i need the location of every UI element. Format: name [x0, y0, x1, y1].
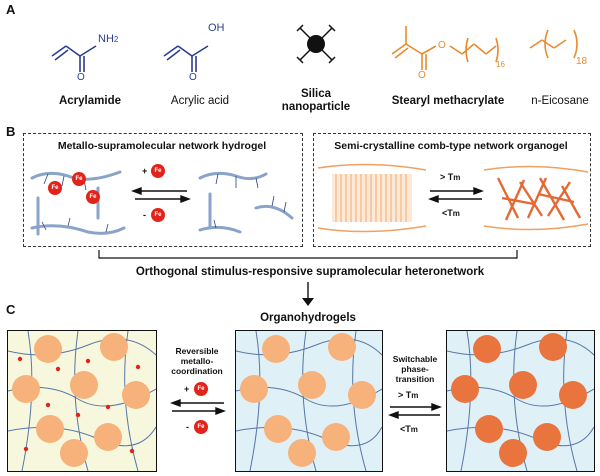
c-cool-label: <Tm	[400, 424, 418, 434]
middle-particle-1	[262, 335, 290, 363]
hydrogel-fe-ion-2: Fe	[86, 190, 100, 204]
hydrogel-plus-sign: +	[142, 166, 148, 176]
middle-particle-2	[328, 333, 356, 361]
c-lt-sub: m	[410, 425, 418, 434]
hydrogel-network-bound	[30, 170, 126, 236]
right-particle-5	[559, 381, 587, 409]
hydrogel-equilibrium-arrows	[131, 186, 191, 204]
middle-particle-7	[322, 423, 350, 451]
acrylamide-nh-text: NH	[98, 33, 114, 45]
c-left-arrows	[170, 398, 226, 416]
right-particle-3	[451, 375, 479, 403]
c-lt-text: <T	[400, 424, 411, 434]
acrylamide-nh2-label: NH2	[98, 33, 118, 45]
right-particle-1	[473, 335, 501, 363]
n-eicosane-name: n-Eicosane	[531, 95, 589, 107]
n-eicosane-structure	[529, 29, 578, 59]
hydrogel-fe-add-icon: Fe	[151, 164, 165, 178]
c-gt-text: > T	[398, 390, 412, 400]
organogel-gt-sub: m	[453, 173, 461, 182]
acrylic-acid-structure	[163, 45, 209, 72]
organohydrogel-state-left	[7, 330, 157, 472]
organogel-gt-text: > T	[440, 172, 454, 182]
middle-particle-5	[348, 381, 376, 409]
acrylamide-sub-text: 2	[113, 35, 119, 44]
organogel-title: Semi-crystalline comb-type network organ…	[334, 140, 568, 152]
acrylic-acid-oh-label: OH	[208, 22, 225, 34]
left-particle-8	[60, 439, 88, 467]
organogel-amorphous-network	[483, 165, 589, 231]
c-right-arrows	[388, 402, 442, 420]
c-gt-sub: m	[411, 391, 419, 400]
hydrogel-box	[23, 133, 303, 247]
acrylamide-structure	[51, 45, 97, 72]
organogel-lt-sub: m	[452, 209, 460, 218]
c-minus-sign: -	[186, 422, 189, 432]
organohydrogel-state-right	[446, 330, 595, 472]
left-particle-7	[94, 423, 122, 451]
down-arrow-icon	[302, 282, 314, 306]
left-particle-1	[34, 335, 62, 363]
left-particle-3	[12, 375, 40, 403]
left-particle-2	[100, 333, 128, 361]
organogel-crystalline-network	[317, 163, 427, 233]
left-particle-6	[36, 415, 64, 443]
acrylamide-name: Acrylamide	[58, 95, 121, 107]
organogel-cool-label: <Tm	[442, 208, 460, 218]
acrylic-acid-o-label: O	[189, 72, 197, 83]
panel-label-b: B	[6, 124, 16, 139]
left-particle-5	[122, 381, 150, 409]
panel-label-c: C	[6, 302, 16, 317]
right-particle-6	[475, 415, 503, 443]
reversible-coordination-label: Reversible metallo-coordination	[171, 346, 223, 376]
organohydrogel-state-middle	[235, 330, 383, 472]
n-eicosane-repeat-count: 18	[576, 56, 588, 67]
middle-particle-4	[298, 371, 326, 399]
hydrogel-fe-remove-icon: Fe	[151, 208, 165, 222]
c-heat-label: > Tm	[398, 390, 418, 400]
hydrogel-fe-ion-3: Fe	[72, 172, 86, 186]
silica-nanoparticle-icon	[296, 24, 336, 64]
stearyl-repeat-count: 16	[496, 60, 505, 69]
right-particle-4	[509, 371, 537, 399]
middle-particle-6	[264, 415, 292, 443]
heteronetwork-bracket	[98, 250, 518, 259]
organogel-equilibrium-arrows	[428, 186, 484, 204]
stearyl-o-ester-label: O	[438, 40, 446, 51]
silica-nanoparticle-name: Silica nanoparticle	[281, 88, 351, 113]
stearyl-o-carbonyl-label: O	[418, 70, 426, 81]
right-particle-8	[499, 439, 527, 467]
middle-particle-3	[240, 375, 268, 403]
c-plus-sign: +	[184, 384, 190, 394]
left-particle-4	[70, 371, 98, 399]
stearyl-methacrylate-name: Stearyl methacrylate	[391, 95, 505, 107]
c-fe-add-icon: Fe	[194, 382, 208, 396]
heteronetwork-label: Orthogonal stimulus-responsive supramole…	[135, 266, 485, 278]
right-particle-2	[539, 333, 567, 361]
panel-label-a: A	[6, 2, 16, 17]
organohydrogels-title: Organohydrogels	[260, 312, 356, 324]
middle-particle-8	[288, 439, 316, 467]
acrylic-acid-name: Acrylic acid	[170, 95, 230, 107]
hydrogel-title: Metallo-supramolecular network hydrogel	[57, 140, 267, 152]
switchable-transition-label: Switchable phase-transition	[392, 354, 438, 384]
acrylamide-o-label: O	[77, 72, 85, 83]
c-fe-remove-icon: Fe	[194, 420, 208, 434]
organogel-heat-label: > Tm	[440, 172, 460, 182]
stearyl-methacrylate-structure	[391, 26, 499, 70]
hydrogel-fe-ion-1: Fe	[48, 181, 62, 195]
left-fe-dots	[17, 356, 141, 454]
organogel-lt-text: <T	[442, 208, 453, 218]
right-particle-7	[533, 423, 561, 451]
hydrogel-network-free	[198, 171, 294, 234]
hydrogel-minus-sign: -	[143, 210, 146, 220]
organogel-box	[313, 133, 591, 247]
